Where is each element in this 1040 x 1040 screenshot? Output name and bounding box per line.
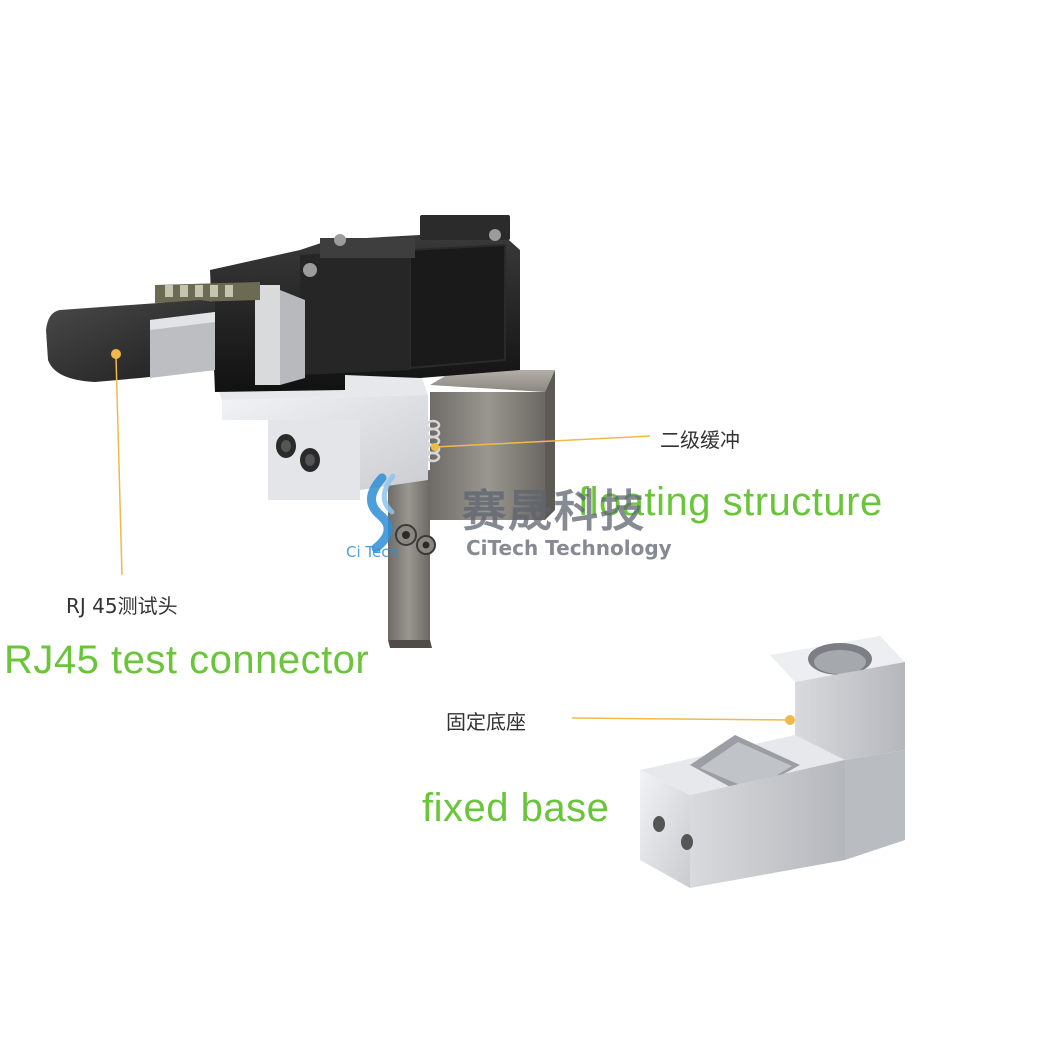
rj45-label-en: RJ45 test connector: [4, 638, 370, 682]
floating-label-en: floating structure: [578, 480, 883, 524]
leader-lines: [115, 355, 791, 721]
fixed-base-part: [640, 636, 905, 888]
rj45-plug: [46, 300, 215, 382]
watermark-brand-cn: 赛晟科技: [462, 486, 646, 537]
rj45-label-cn: RJ 45测试头: [66, 594, 178, 618]
watermark-logo-text: Ci Tech: [346, 543, 400, 561]
citech-logo-icon: [367, 473, 396, 553]
floating-label-cn: 二级缓冲: [660, 428, 740, 452]
floating-block: [388, 370, 555, 648]
base-label-en: fixed base: [422, 786, 610, 830]
watermark-brand-en: CiTech Technology: [466, 536, 672, 560]
actuator-body: [155, 215, 520, 392]
base-label-cn: 固定底座: [446, 710, 526, 734]
